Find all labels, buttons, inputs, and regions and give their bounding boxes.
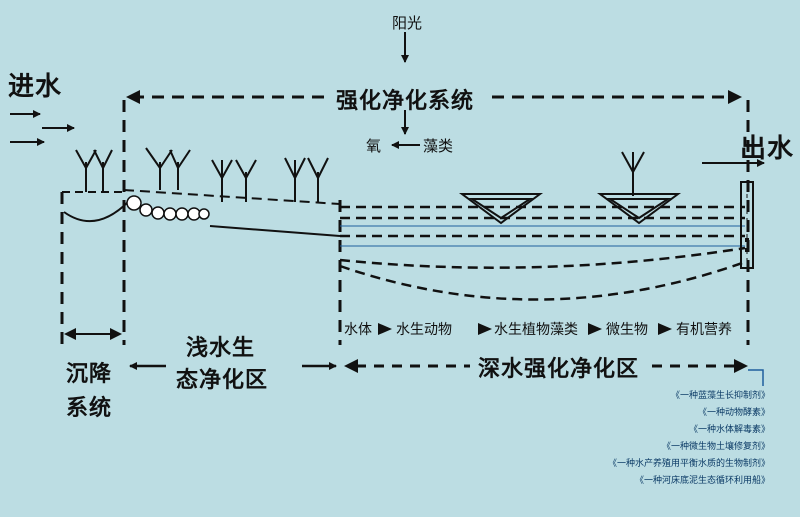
inflow-arrows	[10, 110, 75, 146]
food-chain-arrows	[378, 323, 672, 335]
food-chain-item-plants-algae: 水生植物藻类	[494, 322, 578, 338]
settling-arrow-right-head	[110, 328, 122, 340]
system-arrow-left-head	[126, 90, 140, 104]
food-chain-item-water: 水体	[344, 322, 372, 338]
reference-item: 《一种微生物土壤修复剂》	[661, 442, 770, 452]
floating-planters	[458, 193, 682, 225]
food-chain-item-nutrients: 有机营养	[676, 322, 732, 338]
settling-arrow-left-head	[64, 328, 76, 340]
food-chain-item-animals: 水生动物	[396, 322, 452, 338]
aquatic-plants	[75, 147, 645, 202]
shallow-zone-label-line1: 浅水生	[186, 336, 256, 361]
references-list: 《一种蓝藻生长抑制剂》 《一种动物酵素》 《一种水体解毒素》 《一种微生物土壤修…	[560, 388, 770, 490]
outlet-box	[740, 181, 754, 269]
outflow-label: 出水	[740, 134, 795, 164]
shallow-zone-label-line2: 态净化区	[176, 368, 269, 393]
reference-item: 《一种动物酵素》	[697, 408, 770, 418]
deep-arrow-left-head	[344, 359, 358, 373]
deep-zone-label: 深水强化净化区	[478, 357, 640, 382]
system-arrow-right-head	[728, 90, 742, 104]
reference-connector	[748, 369, 764, 386]
system-title: 强化净化系统	[336, 89, 475, 114]
reference-item: 《一种水产养殖用平衡水质的生物制剂》	[607, 459, 770, 469]
settling-label-line1: 沉降	[66, 362, 113, 387]
reference-item: 《一种蓝藻生长抑制剂》	[670, 391, 770, 401]
deep-zone-water-layers	[339, 205, 746, 301]
settling-tank	[62, 191, 131, 223]
reference-item: 《一种水体解毒素》	[688, 425, 770, 435]
deep-zone-thin-lines	[340, 225, 745, 247]
deep-arrow-right-head	[734, 359, 748, 373]
food-chain-item-microbes: 微生物	[606, 322, 648, 338]
sunlight-label: 阳光	[392, 14, 423, 32]
settling-label-line2: 系统	[66, 396, 113, 421]
inflow-label: 进水	[8, 72, 63, 102]
gravel-bubbles	[126, 195, 210, 221]
algae-label: 藻类	[423, 137, 454, 155]
zone-boundaries	[60, 100, 750, 345]
shallow-zone-water	[123, 189, 341, 237]
reference-item: 《一种河床底泥生态循环利用船》	[634, 476, 770, 486]
oxygen-label: 氧	[366, 137, 382, 155]
